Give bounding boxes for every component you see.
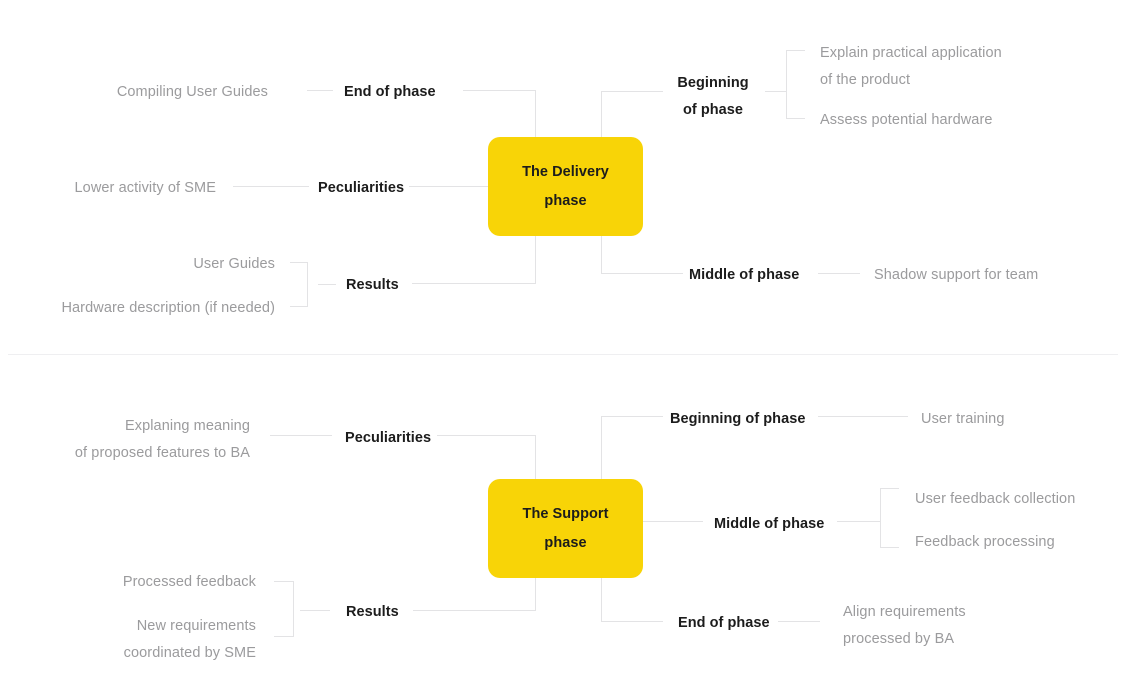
- phase-card-delivery-title: The Delivery phase: [522, 158, 609, 215]
- phase-card-delivery-title-line2: phase: [544, 192, 587, 209]
- connector-trunk-to-end-support: [601, 621, 663, 622]
- bracket-results-support-top-stub: [274, 581, 294, 582]
- leaf-user-feedback-collection: User feedback collection: [915, 491, 1076, 507]
- connector-trunk-to-beginning-support: [601, 416, 663, 417]
- bracket-beginning-delivery-bottom-stub: [786, 118, 805, 119]
- leaf-processed-feedback: Processed feedback: [122, 574, 256, 590]
- branch-middle-of-phase-support: Middle of phase: [714, 516, 825, 532]
- leaf-new-requirements-line2: coordinated by SME: [123, 644, 256, 661]
- connector-beginning-to-bracket-delivery: [765, 91, 786, 92]
- bracket-results-delivery-spine: [307, 262, 308, 307]
- connector-results-delivery-stub: [318, 284, 336, 285]
- branch-results-support: Results: [346, 604, 399, 620]
- leaf-new-requirements: New requirements coordinated by SME: [55, 613, 256, 667]
- leaf-user-guides: User Guides: [193, 256, 275, 272]
- branch-results-delivery: Results: [346, 277, 399, 293]
- leaf-explain-practical-application-line2: of the product: [820, 71, 911, 88]
- leaf-hardware-description: Hardware description (if needed): [61, 300, 275, 316]
- branch-beginning-of-phase-delivery: Beginning of phase: [663, 70, 763, 124]
- leaf-explaning-meaning-line1: Explaning meaning: [124, 418, 250, 434]
- connector-peculiarities-to-trunk-support: [437, 435, 535, 436]
- phase-card-support-title-line1: The Support: [522, 506, 609, 523]
- bracket-results-delivery-top-stub: [290, 262, 308, 263]
- phase-card-delivery-title-line1: The Delivery: [522, 164, 609, 181]
- connector-end-to-leaf-support: [778, 621, 820, 622]
- leaf-explaning-meaning: Explaning meaning of proposed features t…: [10, 413, 250, 467]
- leaf-assess-potential-hardware: Assess potential hardware: [820, 112, 993, 128]
- leaf-align-requirements-line1: Align requirements: [843, 604, 966, 620]
- leaf-explain-practical-application: Explain practical application of the pro…: [820, 40, 1050, 94]
- connector-middle-to-bracket-support: [837, 521, 880, 522]
- bracket-middle-support-top-stub: [880, 488, 899, 489]
- leaf-lower-activity-of-sme: Lower activity of SME: [74, 180, 216, 196]
- connector-peculiarities-to-card-delivery: [409, 186, 489, 187]
- connector-leaf-peculiarities-delivery: [233, 186, 309, 187]
- bracket-results-support-spine: [293, 581, 294, 637]
- leaf-align-requirements: Align requirements processed by BA: [843, 599, 1063, 653]
- branch-beginning-of-phase-delivery-line1: Beginning: [677, 75, 749, 91]
- leaf-explaning-meaning-line2: of proposed features to BA: [74, 444, 250, 461]
- branch-beginning-of-phase-support: Beginning of phase: [670, 411, 806, 427]
- connector-end-of-phase-trunk: [463, 90, 535, 91]
- connector-beginning-to-leaf-support: [818, 416, 908, 417]
- branch-peculiarities-delivery: Peculiarities: [318, 180, 405, 196]
- connector-results-support-stub: [300, 610, 330, 611]
- bracket-beginning-delivery-top-stub: [786, 50, 805, 51]
- leaf-feedback-processing: Feedback processing: [915, 534, 1055, 550]
- phase-card-support-title-line2: phase: [544, 534, 587, 551]
- branch-peculiarities-support: Peculiarities: [345, 430, 432, 446]
- leaf-explain-practical-application-line1: Explain practical application: [820, 45, 1002, 61]
- leaf-align-requirements-line2: processed by BA: [843, 630, 955, 647]
- connector-results-to-trunk-delivery: [412, 283, 535, 284]
- bracket-results-delivery-bottom-stub: [290, 306, 308, 307]
- connector-trunk-to-middle-delivery: [601, 273, 683, 274]
- leaf-shadow-support-for-team: Shadow support for team: [874, 267, 1039, 283]
- connector-middle-to-leaf-delivery: [818, 273, 860, 274]
- connector-trunk-to-beginning-delivery: [601, 91, 663, 92]
- branch-end-of-phase-delivery: End of phase: [344, 84, 436, 100]
- connector-leaf-peculiarities-support: [270, 435, 332, 436]
- bracket-beginning-delivery-spine: [786, 50, 787, 119]
- connector-results-to-trunk-support: [413, 610, 535, 611]
- leaf-new-requirements-line1: New requirements: [136, 618, 256, 634]
- branch-middle-of-phase-delivery: Middle of phase: [689, 267, 800, 283]
- phase-card-support[interactable]: The Support phase: [488, 479, 643, 578]
- branch-end-of-phase-support: End of phase: [678, 615, 770, 631]
- connector-leaf-end-of-phase: [307, 90, 333, 91]
- bracket-middle-support-spine: [880, 488, 881, 548]
- connector-card-to-middle-support: [643, 521, 703, 522]
- leaf-user-training: User training: [921, 411, 1005, 427]
- bracket-results-support-bottom-stub: [274, 636, 294, 637]
- branch-beginning-of-phase-delivery-line2: of phase: [682, 101, 744, 118]
- phase-card-support-title: The Support phase: [523, 500, 609, 557]
- leaf-compiling-user-guides: Compiling User Guides: [116, 84, 268, 100]
- bracket-middle-support-bottom-stub: [880, 547, 899, 548]
- section-divider: [8, 354, 1118, 355]
- phase-card-delivery[interactable]: The Delivery phase: [488, 137, 643, 236]
